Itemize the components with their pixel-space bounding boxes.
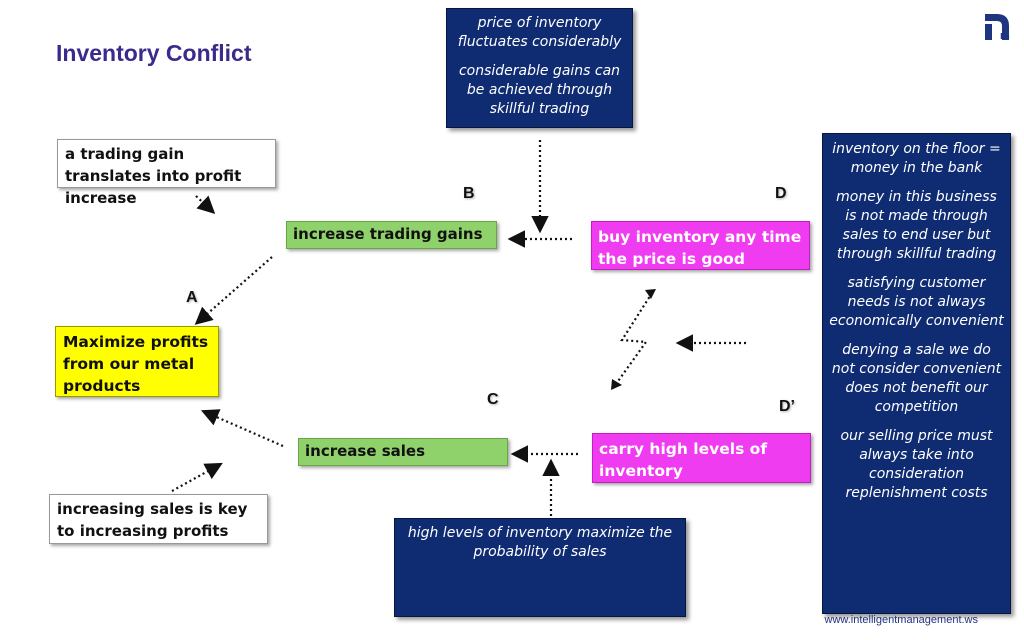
label-b: B [463, 185, 475, 202]
intelligent-management-logo-icon: m [985, 14, 1010, 42]
arrow-note-ab [195, 195, 216, 215]
assumption-a-c: increasing sales is key to increasing pr… [49, 494, 268, 544]
assumption-a-b: a trading gain translates into profit in… [57, 139, 276, 207]
box-b-text: increase trading gains [293, 225, 483, 243]
assumption-b-d: price of inventory fluctuates considerab… [446, 8, 633, 128]
assumption-d-dprime-5: our selling price must always take into … [840, 428, 993, 501]
label-c: C [487, 391, 499, 408]
logo: m [983, 12, 1011, 42]
assumption-d-dprime-3: satisfying customer needs is not always … [829, 275, 1004, 329]
assumption-c-dprime: high levels of inventory maximize the pr… [394, 518, 686, 617]
box-d-text: buy inventory any time the price is good [598, 228, 802, 268]
assumption-d-dprime-4: denying a sale we do not consider conven… [831, 342, 1002, 415]
assumption-a-b-text: a trading gain translates into profit in… [65, 145, 242, 207]
box-a: Maximize profits from our metal products [55, 326, 219, 397]
box-d: buy inventory any time the price is good [591, 221, 810, 270]
label-d: D [775, 185, 787, 202]
assumption-b-d-2: considerable gains can be achieved throu… [458, 63, 621, 117]
arrow-c-to-a [200, 409, 284, 448]
label-a: A [186, 289, 198, 306]
box-a-text: Maximize profits from our metal products [63, 333, 209, 395]
box-c: increase sales [298, 438, 508, 466]
assumption-a-c-text: increasing sales is key to increasing pr… [57, 500, 248, 540]
page-title: Inventory Conflict [56, 40, 252, 66]
conflict-zigzag [615, 292, 653, 385]
assumption-b-d-1: price of inventory fluctuates considerab… [457, 15, 622, 50]
assumption-d-dprime-2: money in this business is not made throu… [836, 189, 997, 262]
box-c-text: increase sales [305, 442, 426, 460]
assumption-c-dprime-text: high levels of inventory maximize the pr… [407, 525, 673, 560]
box-d-prime-text: carry high levels of inventory [599, 440, 768, 480]
assumption-d-dprime-1: inventory on the floor = money in the ba… [832, 141, 1001, 176]
arrow-note-ac [171, 462, 223, 492]
label-d-prime: D’ [779, 398, 795, 415]
box-d-prime: carry high levels of inventory [592, 433, 811, 483]
svg-text:m: m [1000, 30, 1010, 42]
arrow-b-to-a [194, 256, 273, 325]
box-b: increase trading gains [286, 221, 497, 249]
assumption-d-dprime: inventory on the floor = money in the ba… [822, 133, 1011, 614]
footer-url: www.intelligentmanagement.ws [824, 614, 978, 626]
